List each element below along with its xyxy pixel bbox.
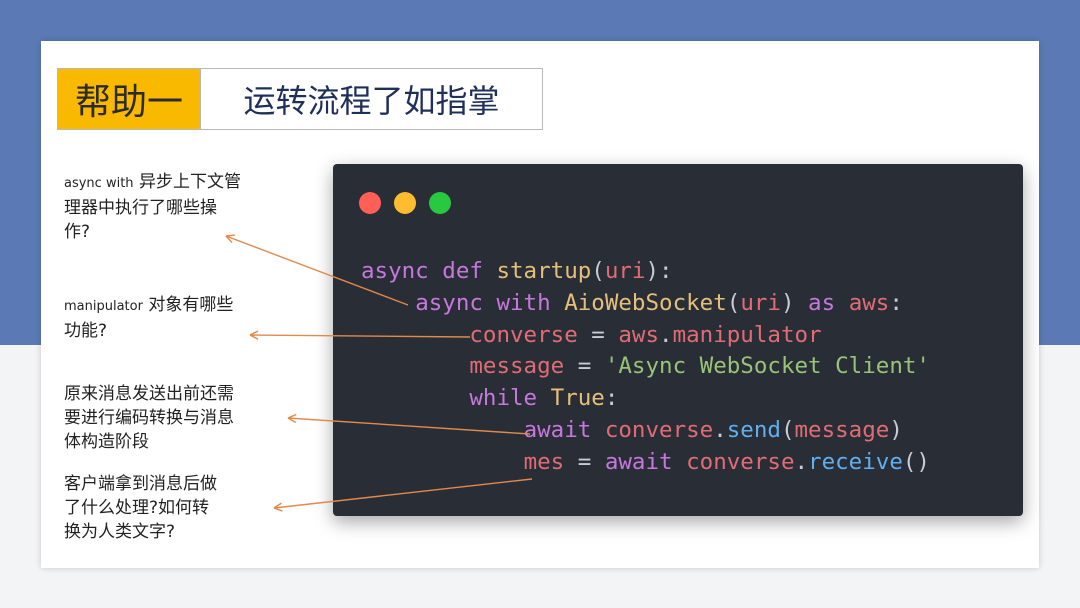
note-line: 对象有哪些 (148, 295, 234, 315)
note-async-with: async with 异步上下文管 理器中执行了哪些操 作? (64, 170, 274, 244)
note-prefix: manipulator (64, 299, 143, 314)
note-line: 换为人类文字? (64, 522, 176, 542)
note-line: 体构造阶段 (64, 432, 149, 452)
note-prefix: async with (64, 176, 134, 191)
note-line: 客户端拿到消息后做 (64, 474, 217, 494)
title-tag: 帮助一 (58, 69, 201, 129)
code-line-4: message = 'Async WebSocket Client' (469, 353, 930, 380)
code-line-3: converse = aws.manipulator (469, 321, 822, 348)
code-line-7: mes = await converse.receive() (523, 448, 930, 475)
note-line: 异步上下文管 (138, 172, 241, 192)
note-line: 功能? (64, 321, 108, 341)
title-box: 帮助一 运转流程了如指掌 (57, 68, 543, 130)
code-block: async def startup(uri): async with AioWe… (361, 256, 930, 479)
note-manipulator: manipulator 对象有哪些 功能? (64, 293, 274, 343)
code-window: async def startup(uri): async with AioWe… (333, 164, 1023, 516)
title-text: 运转流程了如指掌 (243, 82, 500, 120)
note-line: 原来消息发送出前还需 (64, 384, 234, 404)
note-line: 要进行编码转换与消息 (64, 408, 234, 428)
close-dot-icon (359, 192, 381, 214)
minimize-dot-icon (394, 192, 416, 214)
code-line-6: await converse.send(message) (523, 416, 903, 443)
code-line-5: while True: (469, 385, 619, 412)
note-encoding: 原来消息发送出前还需 要进行编码转换与消息 体构造阶段 (64, 382, 274, 454)
note-line: 作? (64, 222, 91, 242)
note-line: 了什么处理?如何转 (64, 498, 210, 518)
note-receive: 客户端拿到消息后做 了什么处理?如何转 换为人类文字? (64, 472, 274, 544)
code-line-2: async with AioWebSocket(uri) as aws: (415, 289, 903, 316)
code-line-1: async def startup(uri): (361, 258, 673, 284)
note-line: 理器中执行了哪些操 (64, 198, 217, 218)
maximize-dot-icon (429, 192, 451, 214)
